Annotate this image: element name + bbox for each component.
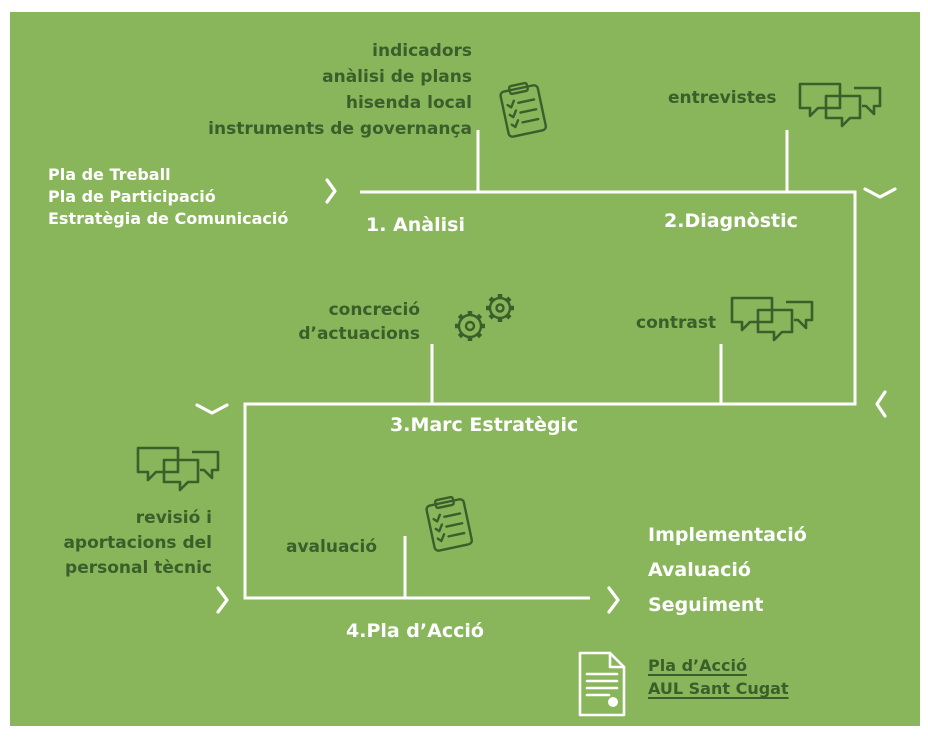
annotation-item: indicadors bbox=[372, 41, 472, 61]
chat-bubbles-icon bbox=[136, 446, 220, 492]
concrecio-annotation: concreció d’actuacions bbox=[298, 298, 420, 346]
annotation-avaluacio: avaluació bbox=[286, 537, 378, 557]
diagram-panel bbox=[10, 12, 920, 726]
document-link-line[interactable]: Pla d’Acció bbox=[648, 656, 747, 675]
chat-bubbles-icon bbox=[730, 296, 814, 342]
document-icon[interactable] bbox=[576, 650, 628, 718]
annotation-item: instruments de governança bbox=[208, 119, 472, 139]
chevron-right-icon bbox=[607, 586, 620, 614]
chevron-right-icon bbox=[216, 586, 229, 614]
stage-title-diagnostic: 2.Diagnòstic bbox=[664, 210, 798, 232]
document-link-line[interactable]: AUL Sant Cugat bbox=[648, 679, 789, 698]
outcomes-list: Implementació Avaluació Seguiment bbox=[648, 518, 807, 623]
clipboard-checklist-icon bbox=[499, 81, 548, 138]
input-item: Estratègia de Comunicació bbox=[48, 209, 289, 228]
chevron-down-icon bbox=[195, 403, 229, 415]
outcome-item: Avaluació bbox=[648, 559, 751, 581]
chevron-down-icon bbox=[863, 187, 897, 199]
chevron-left-icon bbox=[875, 390, 887, 418]
chat-bubbles-icon bbox=[798, 82, 882, 128]
outcome-item: Implementació bbox=[648, 524, 807, 546]
stage-title-pla-accio: 4.Pla d’Acció bbox=[346, 620, 484, 642]
outcome-item: Seguiment bbox=[648, 594, 764, 616]
revisio-annotation: revisió i aportacions del personal tècni… bbox=[63, 506, 212, 581]
inputs-list: Pla de Treball Pla de Participació Estra… bbox=[48, 164, 288, 230]
annotation-item: aportacions del bbox=[63, 533, 212, 553]
document-link[interactable]: Pla d’Acció AUL Sant Cugat bbox=[648, 654, 789, 700]
process-path-line bbox=[243, 190, 857, 600]
annotation-item: concreció bbox=[328, 300, 420, 320]
annotation-item: personal tècnic bbox=[65, 558, 212, 578]
annotation-contrast: contrast bbox=[636, 313, 717, 333]
annotation-item: revisió i bbox=[135, 508, 212, 528]
annotation-entrevistes: entrevistes bbox=[668, 88, 777, 108]
input-item: Pla de Participació bbox=[48, 187, 216, 206]
annotation-item: hisenda local bbox=[345, 93, 472, 113]
analisi-annotations: indicadors anàlisi de plans hisenda loca… bbox=[208, 38, 472, 142]
input-item: Pla de Treball bbox=[48, 165, 171, 184]
stage-title-analisi: 1. Anàlisi bbox=[366, 214, 465, 236]
annotation-item: d’actuacions bbox=[298, 324, 420, 344]
stage-title-marc-estrategic: 3.Marc Estratègic bbox=[390, 414, 579, 436]
clipboard-checklist-icon bbox=[425, 495, 474, 552]
gears-icon bbox=[455, 294, 514, 341]
chevron-right-icon bbox=[325, 178, 337, 204]
annotation-item: anàlisi de plans bbox=[322, 67, 472, 87]
